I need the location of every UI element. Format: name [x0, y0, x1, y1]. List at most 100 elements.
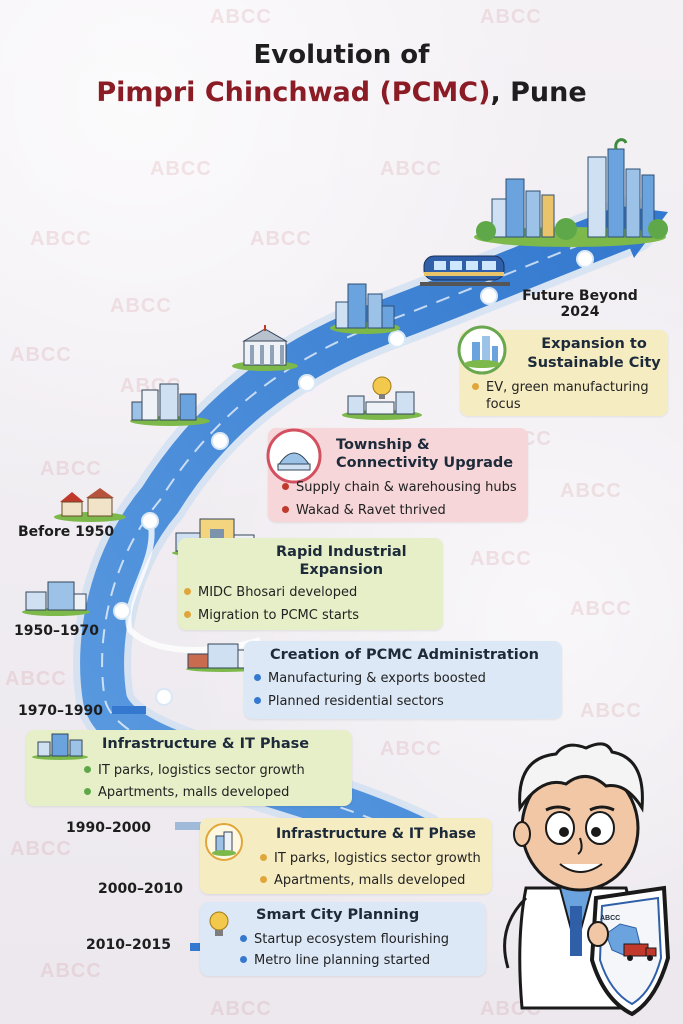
- card-bullet: IT parks, logistics sector growth: [260, 851, 481, 866]
- timeline-pin: [155, 688, 173, 706]
- card-infrastructure-it-phase-2: Infrastructure & IT Phase IT parks, logi…: [200, 818, 492, 894]
- card-smart-city-planning: Smart City Planning Startup ecosystem fl…: [200, 902, 486, 976]
- watermark: ABCC: [10, 838, 72, 860]
- office-towers-icon: [330, 283, 400, 334]
- card-title-line2: Connectivity Upgrade: [336, 455, 514, 471]
- card-bullet: Planned residential sectors: [254, 694, 444, 709]
- watermark: ABCC: [570, 598, 632, 620]
- card-title: Infrastructure & IT Phase: [102, 736, 310, 752]
- watermark: ABCC: [470, 548, 532, 570]
- page-title-line2: Pimpri Chinchwad (PCMC), Pune: [0, 77, 683, 108]
- card-township-connectivity: Township & Connectivity Upgrade Supply c…: [266, 428, 528, 522]
- card-title-line2: Expansion: [299, 562, 384, 578]
- it-park-buildings-icon: [32, 733, 88, 760]
- watermark: ABCC: [210, 998, 272, 1020]
- dome-building-badge-icon: [266, 428, 322, 484]
- watermark: ABCC: [380, 738, 442, 760]
- innovation-bulb-buildings-icon: [342, 376, 422, 420]
- card-title: Expansion to Sustainable City: [524, 335, 664, 373]
- watermark: ABCC: [40, 458, 102, 480]
- card-rapid-industrial-expansion: Rapid Industrial Expansion MIDC Bhosari …: [178, 538, 443, 630]
- heritage-building-icon: [232, 325, 298, 371]
- card-bullet: Migration to PCMC starts: [184, 608, 359, 623]
- page-title-line1: Evolution of: [253, 40, 430, 70]
- bullet-dot: [84, 788, 91, 795]
- bullet-dot: [260, 876, 267, 883]
- year-label: Before 1950: [18, 524, 115, 540]
- year-label: 1970–1990: [18, 703, 103, 719]
- metro-train-icon: [420, 255, 510, 286]
- bullet-dot: [260, 854, 267, 861]
- page-title-suffix: , Pune: [490, 77, 587, 108]
- card-bullet: Wakad & Ravet thrived: [282, 503, 446, 518]
- card-title: Infrastructure & IT Phase: [276, 826, 476, 842]
- administration-building-icon: [186, 643, 258, 672]
- year-label: 2000–2010: [98, 881, 183, 897]
- card-bullet: IT parks, logistics sector growth: [84, 763, 305, 778]
- future-label-line2: 2024: [560, 304, 600, 320]
- card-pcmc-administration: Creation of PCMC Administration Manufact…: [244, 641, 562, 719]
- bullet-dot: [472, 383, 479, 390]
- watermark: ABCC: [560, 480, 622, 502]
- bullet-dot: [254, 674, 261, 681]
- watermark: ABCC: [210, 6, 272, 28]
- bullet-dot: [240, 935, 247, 942]
- card-bullet: EV, green manufacturing: [472, 380, 649, 395]
- bullet-dot: [254, 697, 261, 704]
- bullet-dot: [184, 611, 191, 618]
- timeline-pin: [211, 432, 229, 450]
- page-title-highlight: Pimpri Chinchwad (PCMC): [96, 77, 491, 108]
- card-title: Smart City Planning: [256, 907, 420, 923]
- card-infrastructure-it-phase: Infrastructure & IT Phase IT parks, logi…: [26, 730, 352, 806]
- bullet-dot: [184, 588, 191, 595]
- timeline-pin: [388, 330, 406, 348]
- timeline-pin: [480, 287, 498, 305]
- card-title-line1: Expansion to: [541, 336, 647, 352]
- watermark: ABCC: [580, 700, 642, 722]
- watermark: ABCC: [380, 158, 442, 180]
- mascot-character-icon: [503, 742, 671, 1017]
- bullet-dot: [282, 483, 289, 490]
- bullet-dot: [240, 956, 247, 963]
- year-label: 2010–2015: [86, 937, 171, 953]
- timeline-pin: [298, 374, 316, 392]
- timeline-pin: [113, 602, 131, 620]
- watermark: ABCC: [5, 668, 67, 690]
- lightbulb-icon: [209, 911, 229, 936]
- early-town-buildings-icon: [22, 581, 90, 616]
- card-title: Rapid Industrial Expansion: [276, 543, 407, 579]
- village-houses-icon: [54, 488, 126, 522]
- card-title-line2: Sustainable City: [527, 355, 661, 371]
- timeline-pin: [576, 250, 594, 268]
- card-bullet: Supply chain & warehousing hubs: [282, 480, 517, 495]
- card-bullet: MIDC Bhosari developed: [184, 585, 357, 600]
- future-city-skyline-icon: [474, 138, 668, 247]
- watermark: ABCC: [150, 158, 212, 180]
- bullet-dot: [282, 506, 289, 513]
- card-bullet: Manufacturing & exports boosted: [254, 671, 486, 686]
- card-title: Township & Connectivity Upgrade: [336, 436, 513, 472]
- card-bullet-continuation: focus: [486, 397, 521, 412]
- eco-city-badge-icon: [457, 325, 507, 375]
- card-bullet: Startup ecosystem flourishing: [240, 932, 449, 947]
- year-label: 1990–2000: [66, 820, 151, 836]
- watermark: ABCC: [30, 228, 92, 250]
- watermark: ABCC: [480, 6, 542, 28]
- card-title-line1: Township &: [336, 437, 430, 453]
- tech-building-badge-icon: [205, 823, 243, 861]
- shield-logo-text: ABCC: [600, 915, 621, 922]
- timeline-pin: [141, 512, 159, 530]
- watermark: ABCC: [250, 228, 312, 250]
- year-label: 1950–1970: [14, 623, 99, 639]
- card-bullet: Apartments, malls developed: [260, 873, 465, 888]
- watermark: ABCC: [110, 295, 172, 317]
- card-title: Creation of PCMC Administration: [270, 647, 540, 663]
- watermark: ABCC: [10, 344, 72, 366]
- card-title-line1: Rapid Industrial: [276, 544, 407, 560]
- card-bullet: Metro line planning started: [240, 953, 430, 968]
- apartment-cluster-icon: [130, 383, 210, 426]
- future-label: Future Beyond 2024: [510, 288, 650, 320]
- bullet-dot: [84, 766, 91, 773]
- future-label-line1: Future Beyond: [522, 288, 638, 304]
- watermark: ABCC: [40, 960, 102, 982]
